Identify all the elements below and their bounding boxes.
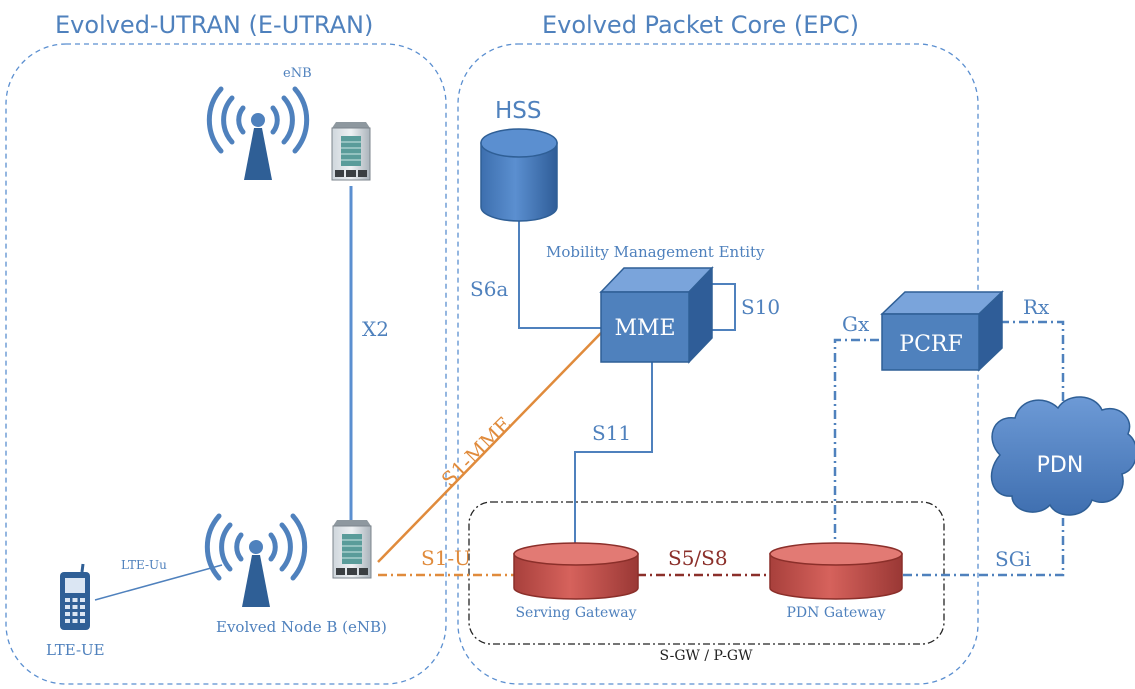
- ue-label: LTE-UE: [46, 641, 105, 659]
- rx-link: [1000, 320, 1065, 418]
- eutran-region: [5, 43, 447, 685]
- gw-group-label: S-GW / P-GW: [660, 648, 754, 664]
- s5-s8-label: S5/S8: [668, 546, 728, 570]
- s6a-link: [518, 221, 605, 329]
- gw-group-frame: [468, 501, 945, 645]
- pgw-label: PDN Gateway: [786, 605, 885, 621]
- enb-bottom-label: Evolved Node B (eNB): [216, 618, 387, 636]
- hss-label: HSS: [495, 98, 542, 124]
- sgi-label: SGi: [995, 547, 1031, 571]
- antenna-tower-icon: [206, 86, 310, 180]
- mme-caption: Mobility Management Entity: [546, 243, 765, 261]
- serving-gateway-icon: [513, 542, 639, 600]
- pdn-label: PDN: [1037, 453, 1084, 478]
- x2-label: X2: [362, 317, 389, 341]
- sgi-link: [903, 518, 1065, 577]
- s6a-label: S6a: [470, 277, 508, 301]
- lte-uu-link: [94, 564, 223, 601]
- s11-label: S11: [592, 421, 631, 445]
- pcrf-label: PCRF: [899, 332, 962, 357]
- epc-region: [457, 43, 979, 685]
- enb-cabinet-icon: [331, 122, 371, 181]
- mme-cube-icon: [599, 266, 714, 364]
- gx-label: Gx: [842, 312, 870, 336]
- s10-label: S10: [741, 295, 780, 319]
- pcrf-cube-icon: [880, 290, 1004, 372]
- antenna-tower-icon: [204, 513, 308, 607]
- s10-link: [700, 283, 736, 331]
- s1-mme-link: [377, 332, 602, 563]
- sgw-label: Serving Gateway: [515, 605, 636, 621]
- lte-uu-label: LTE-Uu: [121, 558, 167, 572]
- enb-cabinet-icon: [332, 520, 372, 579]
- database-cylinder-icon: [480, 128, 558, 222]
- s11-link: [574, 362, 653, 552]
- mobile-phone-icon: [60, 563, 90, 630]
- rx-label: Rx: [1023, 295, 1050, 319]
- enb-top-label: eNB: [283, 66, 312, 81]
- gx-link: [833, 338, 884, 552]
- eutran-title: Evolved-UTRAN (E-UTRAN): [55, 11, 373, 39]
- pdn-gateway-icon: [769, 542, 903, 600]
- epc-title: Evolved Packet Core (EPC): [542, 11, 859, 39]
- cloud-icon: [990, 396, 1135, 516]
- s1-mme-label: S1-MME: [437, 412, 517, 492]
- mme-label: MME: [614, 316, 675, 341]
- s1-u-label: S1-U: [421, 546, 471, 570]
